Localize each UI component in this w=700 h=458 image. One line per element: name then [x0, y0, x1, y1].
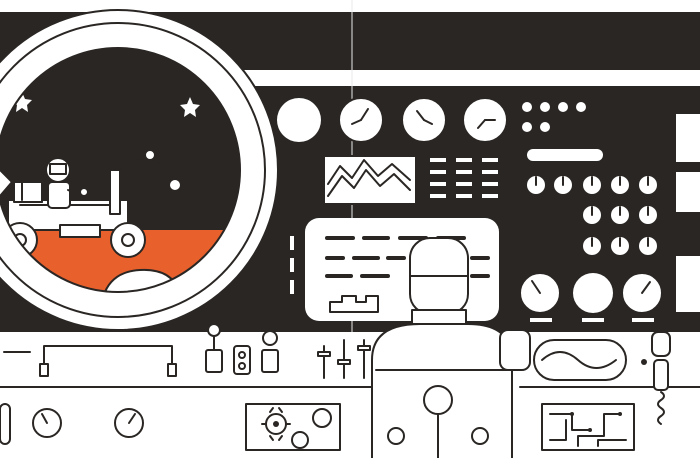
capsule-panel: [533, 339, 627, 381]
indicator-bars: [430, 158, 498, 198]
side-panel: [676, 114, 700, 162]
porthole-window: [0, 9, 279, 331]
dial-gauge-icon: [114, 408, 144, 438]
wall-light: [277, 98, 321, 142]
pipe-handle: [39, 345, 177, 377]
knob-grid: [525, 174, 659, 257]
slider-group: [317, 339, 371, 379]
clock-dial-icon: [462, 97, 508, 143]
large-dial-group: [519, 272, 663, 322]
side-panel: [676, 256, 700, 312]
indicator-light: [641, 359, 647, 365]
clock-dial-icon: [401, 97, 447, 143]
antenna-dish: [0, 169, 13, 197]
slot-bar: [527, 149, 603, 161]
astronaut-icon: [371, 237, 531, 458]
robotic-arm-icon: [109, 149, 193, 215]
moon-rock: [99, 268, 211, 292]
toggle-switch: [233, 345, 251, 375]
circuit-board-icon: [541, 403, 635, 451]
star-icon: [12, 92, 32, 112]
side-light: [290, 258, 294, 272]
console-display: [305, 218, 499, 321]
indicator-dots: [522, 102, 586, 132]
edge-knob: [0, 403, 11, 445]
clock-dial-icon: [338, 97, 384, 143]
gear-icon: [245, 403, 341, 451]
side-light: [290, 236, 294, 250]
dial-gauge-icon: [32, 408, 62, 438]
side-light: [290, 280, 294, 294]
clock-dial-group: [338, 97, 508, 143]
side-panel: [676, 172, 700, 212]
star-icon: [180, 97, 200, 117]
lever-icon: [261, 330, 279, 373]
astronaut-icon: [45, 157, 89, 209]
graph-screen: [323, 155, 417, 205]
telephone-icon: [651, 331, 671, 425]
lever-icon: [205, 323, 223, 373]
